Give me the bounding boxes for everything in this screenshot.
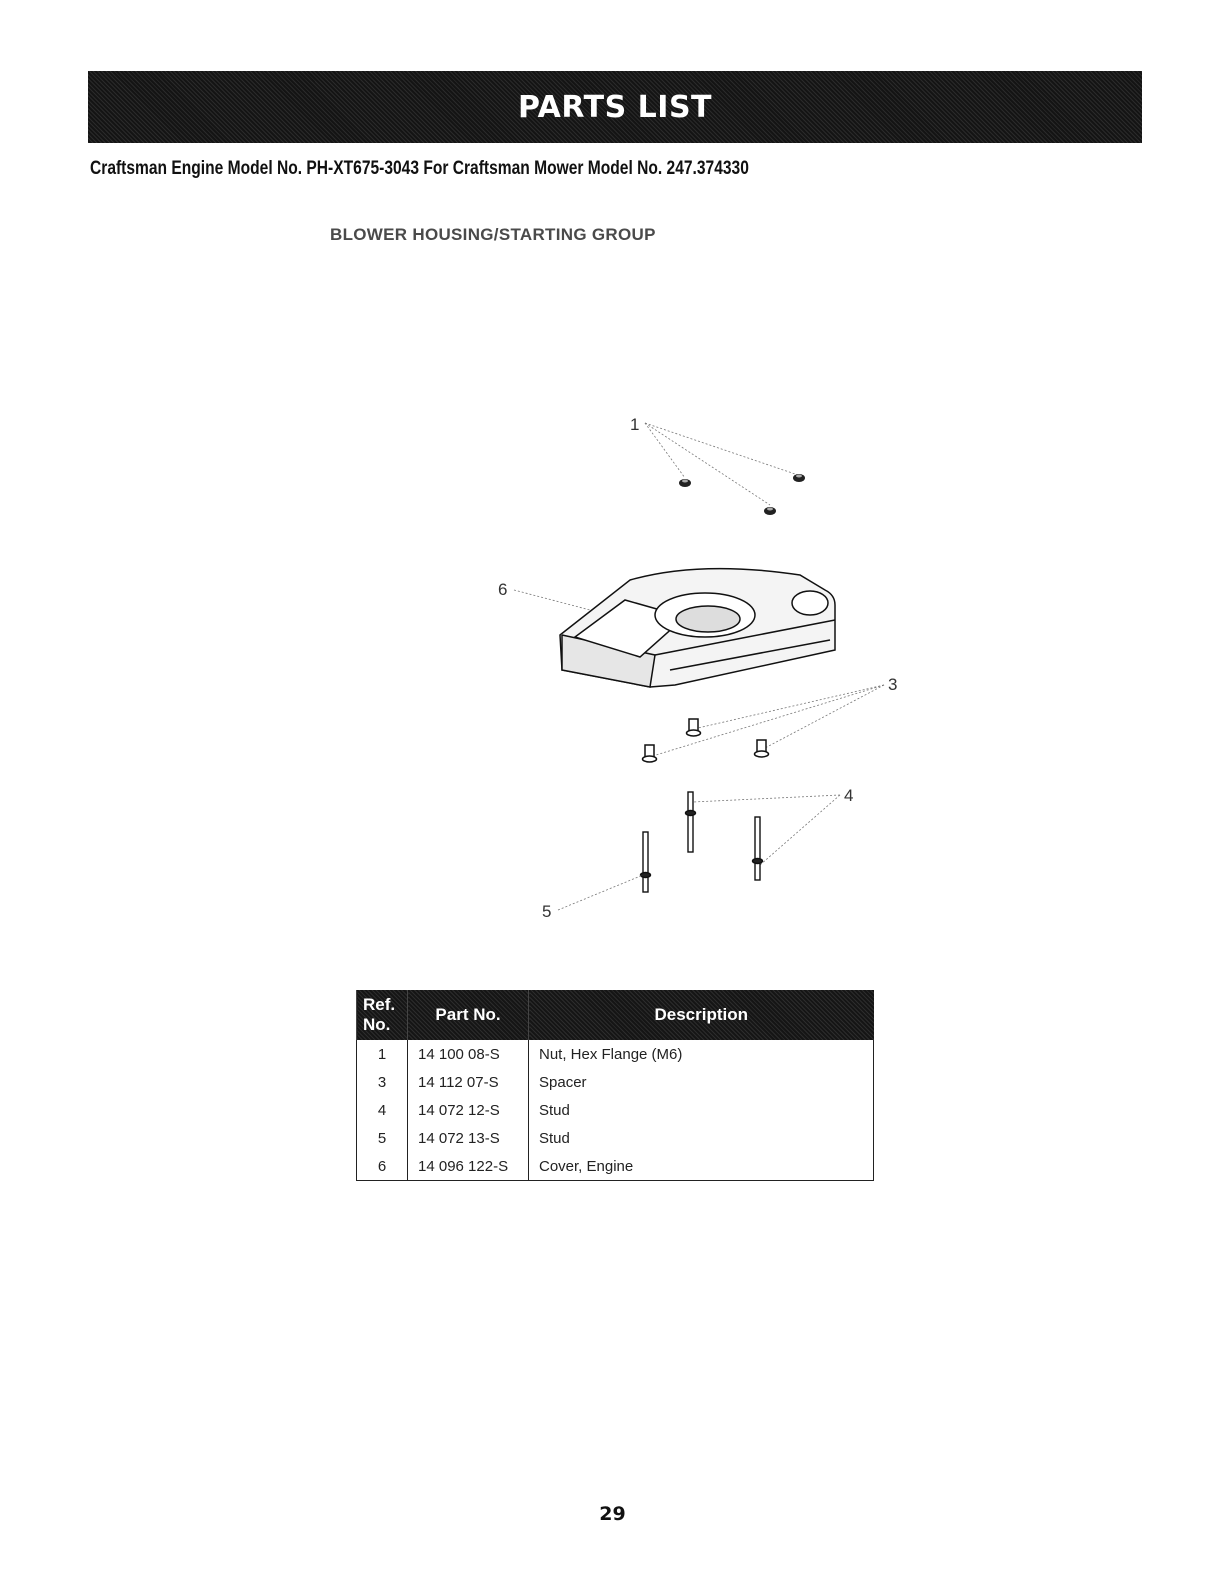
header-ref-no: Ref. No. bbox=[357, 990, 408, 1040]
hex-nut-icon bbox=[793, 474, 805, 482]
table-row: 1 14 100 08-S Nut, Hex Flange (M6) bbox=[357, 1040, 874, 1068]
leader-lines-4 bbox=[693, 795, 840, 865]
ref-cell: 5 bbox=[357, 1124, 408, 1152]
spacer-icon bbox=[755, 740, 769, 757]
engine-cover-icon bbox=[560, 569, 835, 687]
table-row: 5 14 072 13-S Stud bbox=[357, 1124, 874, 1152]
description-cell: Spacer bbox=[529, 1068, 874, 1096]
exploded-diagram: 1 6 3 4 bbox=[480, 395, 920, 935]
group-title: BLOWER HOUSING/STARTING GROUP bbox=[330, 225, 656, 245]
description-cell: Nut, Hex Flange (M6) bbox=[529, 1040, 874, 1068]
header-part-no: Part No. bbox=[408, 990, 529, 1040]
table-row: 4 14 072 12-S Stud bbox=[357, 1096, 874, 1124]
ref-cell: 6 bbox=[357, 1152, 408, 1181]
part-cell: 14 072 12-S bbox=[408, 1096, 529, 1124]
table-row: 6 14 096 122-S Cover, Engine bbox=[357, 1152, 874, 1181]
part-cell: 14 112 07-S bbox=[408, 1068, 529, 1096]
hex-nut-icon bbox=[764, 507, 776, 515]
part-cell: 14 072 13-S bbox=[408, 1124, 529, 1152]
spacer-icon bbox=[687, 719, 701, 736]
part-cell: 14 096 122-S bbox=[408, 1152, 529, 1181]
part-cell: 14 100 08-S bbox=[408, 1040, 529, 1068]
hex-nut-icon bbox=[679, 479, 691, 487]
callout-3: 3 bbox=[888, 675, 897, 694]
description-cell: Cover, Engine bbox=[529, 1152, 874, 1181]
leader-line-6 bbox=[514, 590, 590, 610]
callout-5: 5 bbox=[542, 902, 551, 921]
callout-1: 1 bbox=[630, 415, 639, 434]
model-line: Craftsman Engine Model No. PH-XT675-3043… bbox=[90, 158, 749, 180]
leader-line-5 bbox=[558, 875, 643, 910]
leader-lines-1 bbox=[645, 423, 798, 505]
stud-icon bbox=[753, 817, 763, 880]
stud-icon bbox=[686, 792, 696, 852]
stud-icon bbox=[641, 832, 651, 892]
ref-cell: 3 bbox=[357, 1068, 408, 1096]
table-row: 3 14 112 07-S Spacer bbox=[357, 1068, 874, 1096]
spacer-icon bbox=[643, 745, 657, 762]
table-header-row: Ref. No. Part No. Description bbox=[357, 990, 874, 1040]
description-cell: Stud bbox=[529, 1124, 874, 1152]
callout-6: 6 bbox=[498, 580, 507, 599]
ref-cell: 4 bbox=[357, 1096, 408, 1124]
banner-title: PARTS LIST bbox=[518, 90, 712, 125]
callout-4: 4 bbox=[844, 786, 853, 805]
header-description: Description bbox=[529, 990, 874, 1040]
ref-cell: 1 bbox=[357, 1040, 408, 1068]
page-number: 29 bbox=[0, 1503, 1225, 1525]
description-cell: Stud bbox=[529, 1096, 874, 1124]
parts-list-banner: PARTS LIST bbox=[88, 71, 1142, 143]
parts-table: Ref. No. Part No. Description 1 14 100 0… bbox=[356, 990, 874, 1181]
